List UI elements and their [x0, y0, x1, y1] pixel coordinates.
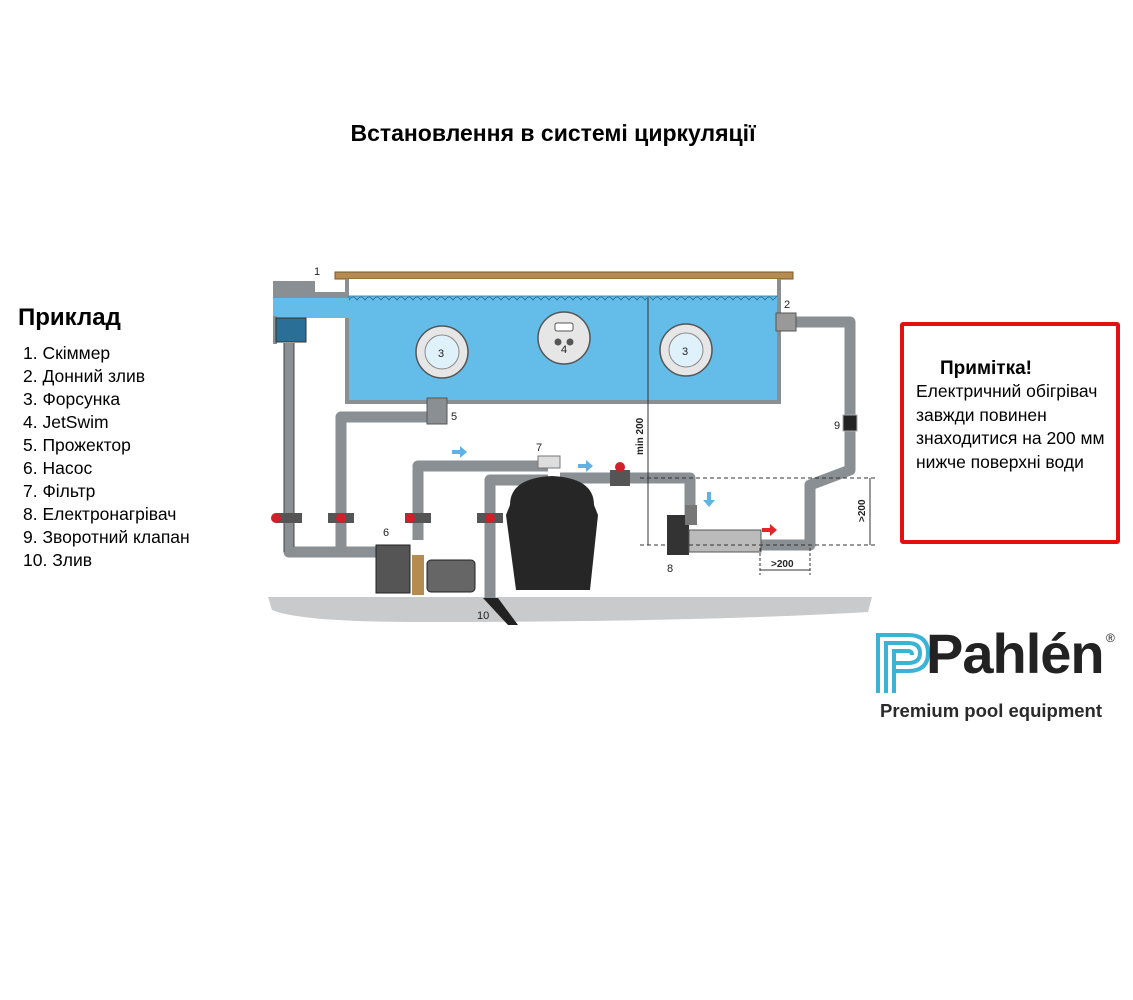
- legend-item: 1. Скіммер: [23, 343, 111, 363]
- label-6: 6: [383, 527, 389, 539]
- logo-registered: ®: [1106, 631, 1115, 645]
- legend-list: 1. Скіммер 2. Донний злив 3. Форсунка 4.…: [18, 342, 233, 572]
- logo-p-mark-icon: [876, 633, 931, 693]
- label-1: 1: [314, 266, 320, 278]
- water-surface: [348, 295, 778, 302]
- label-9: 9: [834, 420, 840, 432]
- label-10: 10: [477, 610, 489, 622]
- dim-horizontal: >200: [771, 559, 794, 570]
- legend-item: 2. Донний злив: [23, 366, 146, 386]
- main-drain-fitting: [775, 312, 797, 332]
- pump: [375, 544, 476, 595]
- note-title: Примітка!: [940, 358, 1032, 379]
- skimmer-basket: [275, 317, 307, 343]
- legend: Приклад 1. Скіммер 2. Донний злив 3. Фор…: [18, 304, 233, 572]
- note-body: Електричний обігрівач завжди повинен зна…: [916, 381, 1105, 472]
- label-8: 8: [667, 563, 673, 575]
- legend-item: 10. Злив: [23, 550, 93, 570]
- label-4: 4: [561, 344, 567, 356]
- dim-vertical: >200: [857, 499, 868, 522]
- legend-item: 4. JetSwim: [23, 412, 109, 432]
- projector: [426, 397, 448, 425]
- label-3: 3: [438, 348, 444, 360]
- label-2: 2: [784, 299, 790, 311]
- check-valve: [842, 414, 858, 432]
- nozzle-left: [415, 325, 469, 379]
- dimension-lines: [640, 298, 875, 575]
- label-5: 5: [451, 411, 457, 423]
- legend-item: 9. Зворотний клапан: [23, 527, 190, 547]
- label-7: 7: [536, 442, 542, 454]
- flow-arrows: [452, 446, 777, 536]
- legend-item: 8. Електронагрівач: [23, 504, 177, 524]
- skimmer: [273, 281, 349, 344]
- jetswim: [537, 311, 591, 365]
- page-title: Встановлення в системі циркуляції: [350, 120, 756, 146]
- logo-brand: Pahlén: [926, 622, 1105, 685]
- drain: [483, 598, 518, 625]
- label-3b: 3: [682, 346, 688, 358]
- nozzle-right: [659, 323, 713, 377]
- electric-heater: [667, 505, 762, 555]
- legend-heading: Приклад: [18, 304, 121, 331]
- dim-min-200: min 200: [635, 417, 646, 455]
- note-box: Примітка! Електричний обігрівач завжди п…: [900, 322, 1120, 544]
- legend-item: 5. Прожектор: [23, 435, 131, 455]
- filter: [506, 455, 598, 590]
- pahlen-logo: Pahlén ® Premium pool equipment: [872, 622, 1122, 725]
- pool-deck: [334, 271, 794, 280]
- legend-item: 6. Насос: [23, 458, 93, 478]
- logo-tagline: Premium pool equipment: [880, 700, 1103, 721]
- floor: [268, 597, 872, 622]
- valves: [271, 462, 630, 523]
- legend-item: 3. Форсунка: [23, 389, 121, 409]
- legend-item: 7. Фільтр: [23, 481, 96, 501]
